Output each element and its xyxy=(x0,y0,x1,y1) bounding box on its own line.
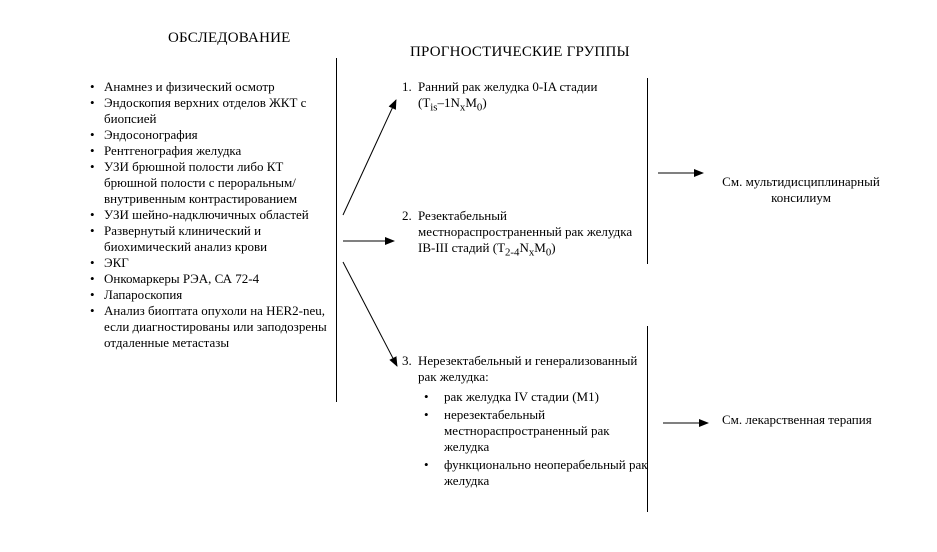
group-3-title: Нерезектабельный и генерализованный рак … xyxy=(418,353,638,384)
group-3-item: функционально неоперабельный рак желудка xyxy=(418,457,653,489)
stage-text: ) xyxy=(482,95,487,110)
outcome-consilium: См. мультидисциплинарный консилиум xyxy=(722,174,880,205)
stage-sub: is xyxy=(430,101,438,114)
group-1-title: Ранний рак желудка 0-IA стадии xyxy=(418,79,598,94)
group-2: 2. Резектабельный местнораспространенный… xyxy=(402,208,646,261)
exam-divider-line xyxy=(336,58,337,402)
exam-item: Эндоскопия верхних отделов ЖКТ с биопсие… xyxy=(86,95,336,127)
exam-item: Рентгенография желудка xyxy=(86,143,336,159)
stage-text: T xyxy=(497,240,506,255)
group-2-number: 2. xyxy=(402,208,412,223)
outcome-drug-therapy: См. лекарственная терапия xyxy=(722,412,872,427)
arrow-to-group-1 xyxy=(342,99,397,216)
stage-sub: 0 xyxy=(545,246,552,259)
stage-sub: x xyxy=(459,101,466,114)
stage-text: ) xyxy=(551,240,556,255)
groups-top-bracket-line xyxy=(647,78,648,264)
group-2-title: Резектабельный местнораспространенный ра… xyxy=(418,208,646,261)
group-3-list: рак желудка IV стадии (M1) нерезектабель… xyxy=(418,389,653,489)
stage-sub: 2-4 xyxy=(505,246,520,259)
group-3-item: рак желудка IV стадии (M1) xyxy=(418,389,653,405)
arrow-to-group-3 xyxy=(342,261,398,367)
stage-text: (T xyxy=(418,95,431,110)
stage-text: M xyxy=(465,95,477,110)
exam-item: Развернутый клинический и биохимический … xyxy=(86,223,336,255)
exam-item: УЗИ шейно-надключичных областей xyxy=(86,207,336,223)
exam-item: ЭКГ xyxy=(86,255,336,271)
exam-list-container: Анамнез и физический осмотр Эндоскопия в… xyxy=(86,79,336,351)
stage-text: M xyxy=(534,240,546,255)
exam-item: Анамнез и физический осмотр xyxy=(86,79,336,95)
group-1-number: 1. xyxy=(402,79,412,94)
exam-list: Анамнез и физический осмотр Эндоскопия в… xyxy=(86,79,336,351)
stage-text: –1N xyxy=(437,95,460,110)
group-1-stage: (Tis–1NxM0) xyxy=(418,95,648,116)
exam-item: Лапароскопия xyxy=(86,287,336,303)
stage-sub: x xyxy=(528,246,535,259)
exam-item: Эндосонография xyxy=(86,127,336,143)
exam-item: Онкомаркеры РЭА, СА 72-4 xyxy=(86,271,336,287)
stage-text: N xyxy=(519,240,529,255)
group-3: 3. Нерезектабельный и генерализованный р… xyxy=(402,353,653,489)
exam-item: УЗИ брюшной полости либо КТ брюшной поло… xyxy=(86,159,336,207)
stage-sub: 0 xyxy=(476,101,483,114)
groups-heading: ПРОГНОСТИЧЕСКИЕ ГРУППЫ xyxy=(410,44,630,60)
group-3-item: нерезектабельный местнораспространенный … xyxy=(418,407,653,455)
exam-heading: ОБСЛЕДОВАНИЕ xyxy=(168,30,291,46)
exam-item: Анализ биоптата опухоли на HER2-neu, есл… xyxy=(86,303,336,351)
group-1: 1. Ранний рак желудка 0-IA стадии (Tis–1… xyxy=(402,79,648,116)
group-3-number: 3. xyxy=(402,353,412,368)
group-2-text: Резектабельный местнораспространенный ра… xyxy=(418,208,633,255)
